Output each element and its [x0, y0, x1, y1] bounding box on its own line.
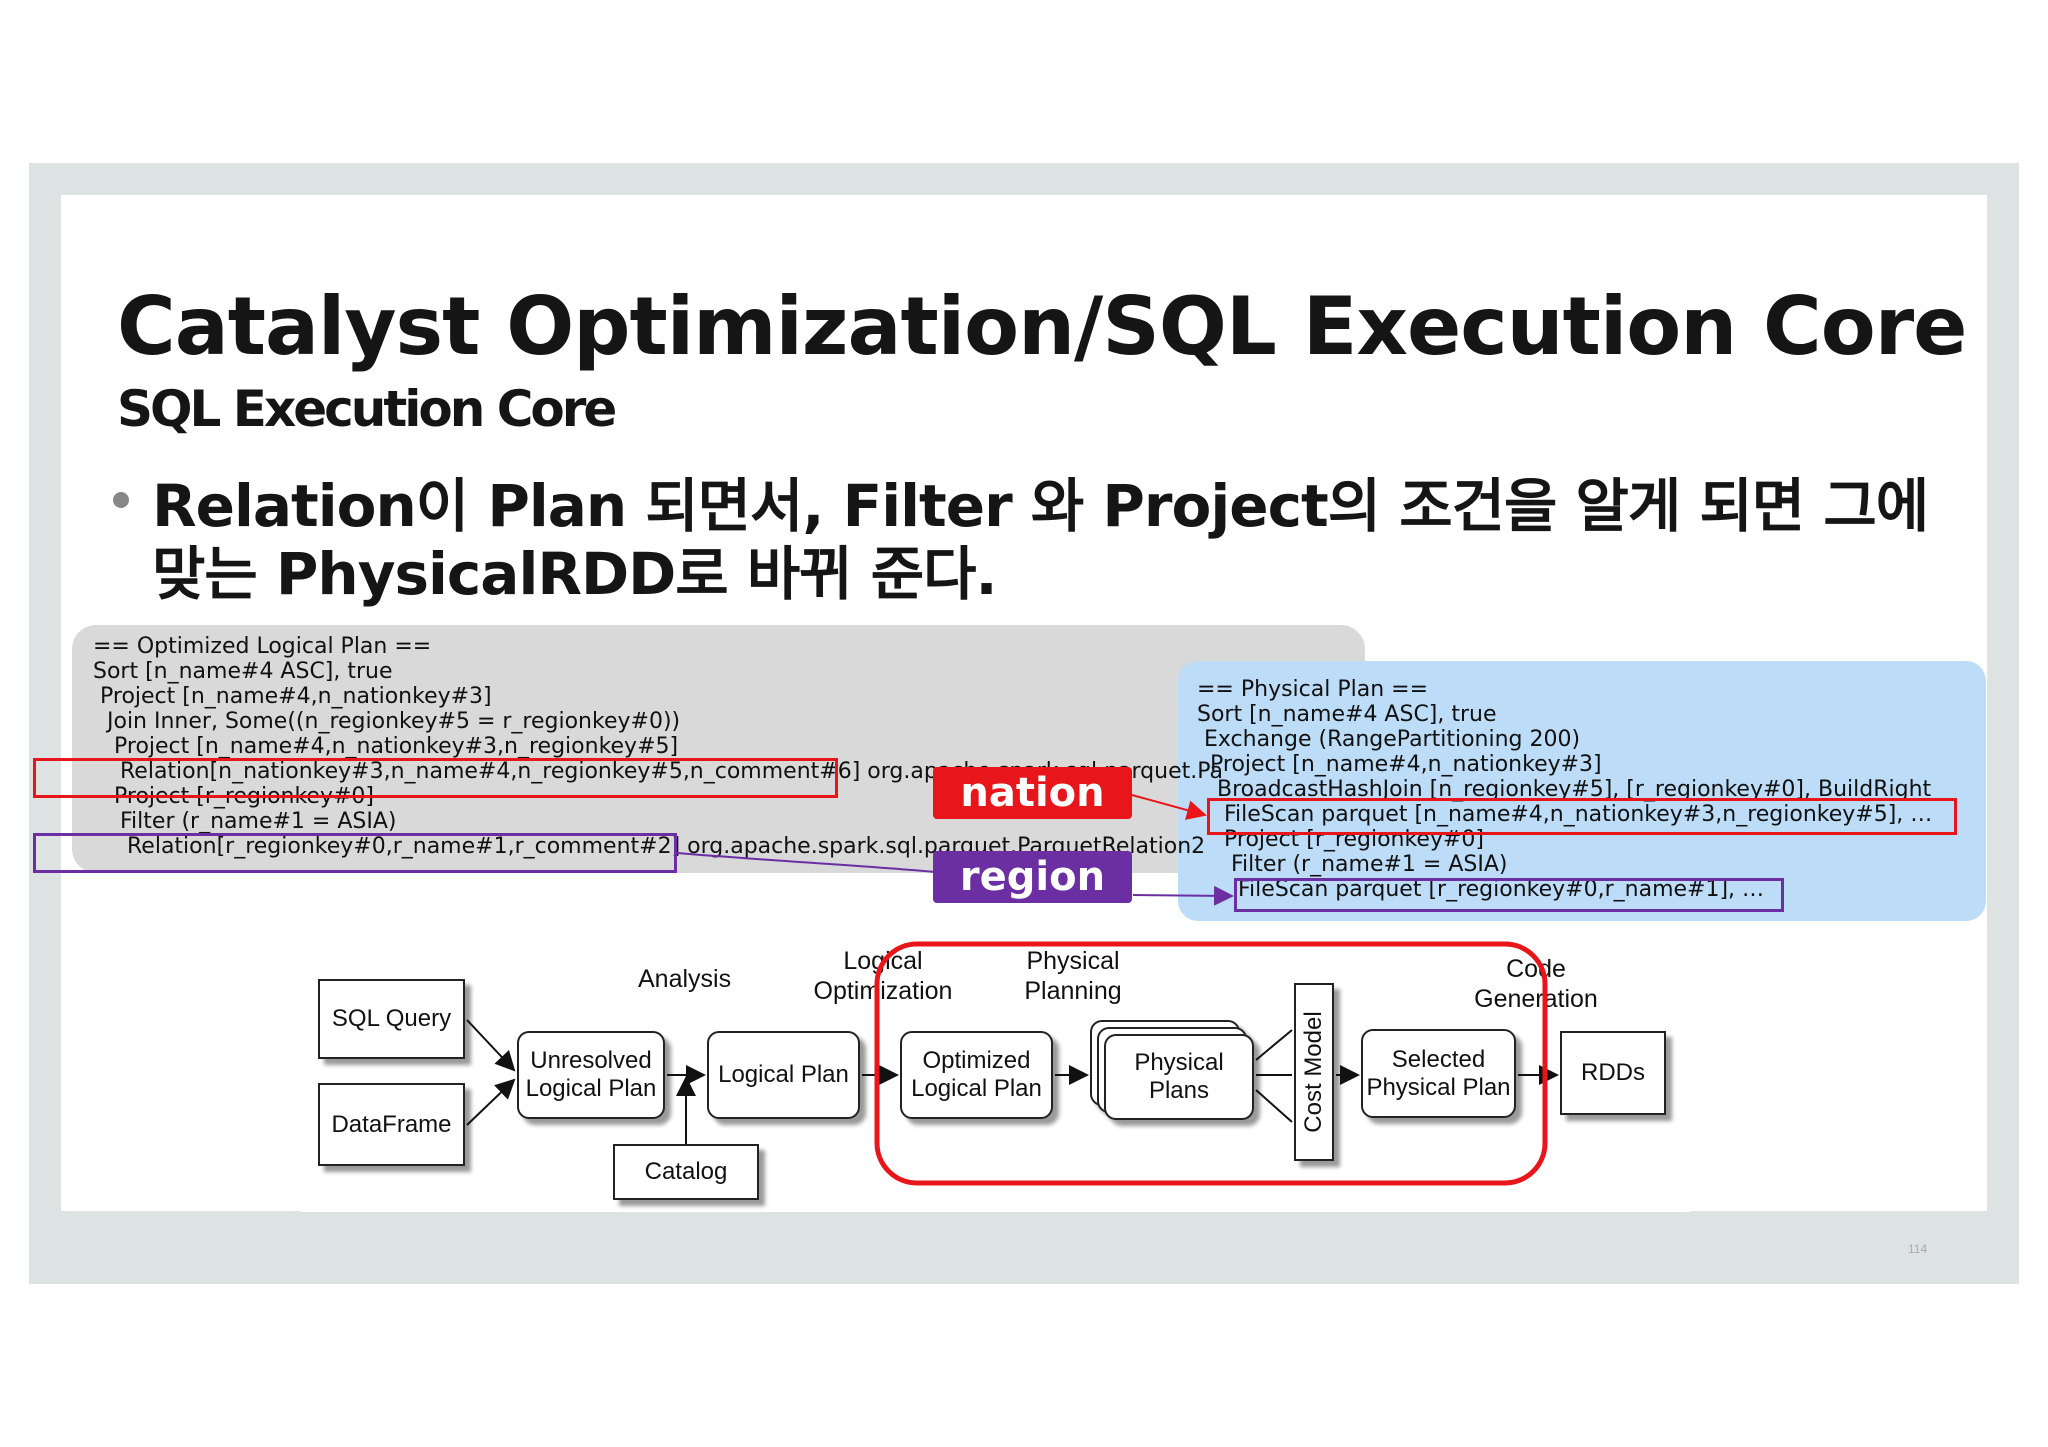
- nation-tag: nation: [933, 767, 1132, 819]
- region-relation-highlight: [33, 833, 677, 873]
- physical-plan-line: Filter (r_name#1 = ASIA): [1231, 852, 1508, 877]
- nation-connector: [1131, 794, 1207, 820]
- physical-plan-line: == Physical Plan ==: [1197, 677, 1429, 702]
- phase-physical-planning-label: Physical Planning: [1024, 947, 1122, 1005]
- logical-plan-line: Filter (r_name#1 = ASIA): [120, 809, 397, 834]
- region-connector-left: [676, 852, 936, 873]
- rdds-box: RDDs: [1560, 1031, 1666, 1115]
- arrow-dataframe-to-unresolved: [466, 1078, 516, 1126]
- physical-phase-highlight: [874, 941, 1548, 1186]
- bullet-text: Relation이 Plan 되면서, Filter 와 Project의 조건…: [152, 472, 1952, 608]
- physical-plan-line: Sort [n_name#4 ASC], true: [1197, 702, 1497, 727]
- catalog-box: Catalog: [613, 1144, 759, 1200]
- slide-title: Catalyst Optimization/SQL Execution Core: [117, 280, 1967, 373]
- physical-plan-line: Exchange (RangePartitioning 200): [1204, 727, 1581, 752]
- bullet-line-1: Relation이 Plan 되면서, Filter 와 Project의 조건…: [152, 472, 1929, 540]
- bullet-dot: [113, 492, 129, 508]
- region-tag: region: [933, 851, 1132, 903]
- arrow-physical-to-cost-top: [1255, 1029, 1293, 1061]
- cost-model-box: Cost Model: [1294, 983, 1334, 1161]
- logical-plan-panel: [72, 625, 1365, 873]
- physical-plan-line: FileScan parquet [n_name#4,n_nationkey#3…: [1224, 802, 1933, 827]
- bullet-line-2: 맞는 PhysicalRDD로 바뀌 준다.: [152, 540, 998, 608]
- page-number: 114: [1908, 1242, 1928, 1256]
- logical-plan-line: Sort [n_name#4 ASC], true: [93, 659, 393, 684]
- phase-analysis-label: Analysis: [638, 965, 732, 993]
- dataframe-box: DataFrame: [318, 1083, 465, 1166]
- logical-plan-line: == Optimized Logical Plan ==: [93, 634, 432, 659]
- physical-plan-line: FileScan parquet [r_regionkey#0,r_name#1…: [1238, 877, 1765, 902]
- logical-plan-line: Project [n_name#4,n_nationkey#3]: [100, 684, 492, 709]
- physical-plan-line: Project [r_regionkey#0]: [1224, 827, 1484, 852]
- logical-plan-box: Logical Plan: [707, 1031, 860, 1119]
- nation-filescan-highlight: [1207, 798, 1957, 835]
- sql-query-box: SQL Query: [318, 979, 465, 1059]
- nation-relation-highlight: [33, 758, 838, 798]
- arrow-sql-to-unresolved: [466, 1019, 516, 1072]
- logical-plan-line: Join Inner, Some((n_regionkey#5 = r_regi…: [107, 709, 681, 734]
- unresolved-logical-plan-box: Unresolved Logical Plan: [517, 1031, 665, 1119]
- optimized-logical-plan-box: Optimized Logical Plan: [900, 1031, 1053, 1119]
- physical-plans-box: Physical Plans: [1104, 1034, 1254, 1120]
- selected-physical-plan-box: Selected Physical Plan: [1361, 1029, 1516, 1118]
- logical-plan-line: Project [n_name#4,n_nationkey#3,n_region…: [114, 734, 679, 759]
- region-connector-right: [1132, 885, 1234, 906]
- arrow-physical-to-cost-bottom: [1255, 1089, 1293, 1123]
- physical-plan-line: BroadcastHashJoin [n_regionkey#5], [r_re…: [1217, 777, 1932, 802]
- slide-subtitle: SQL Execution Core: [117, 380, 617, 438]
- physical-plan-panel: [1178, 661, 1986, 921]
- region-filescan-highlight: [1234, 878, 1784, 912]
- physical-plan-line: Project [n_name#4,n_nationkey#3]: [1210, 752, 1602, 777]
